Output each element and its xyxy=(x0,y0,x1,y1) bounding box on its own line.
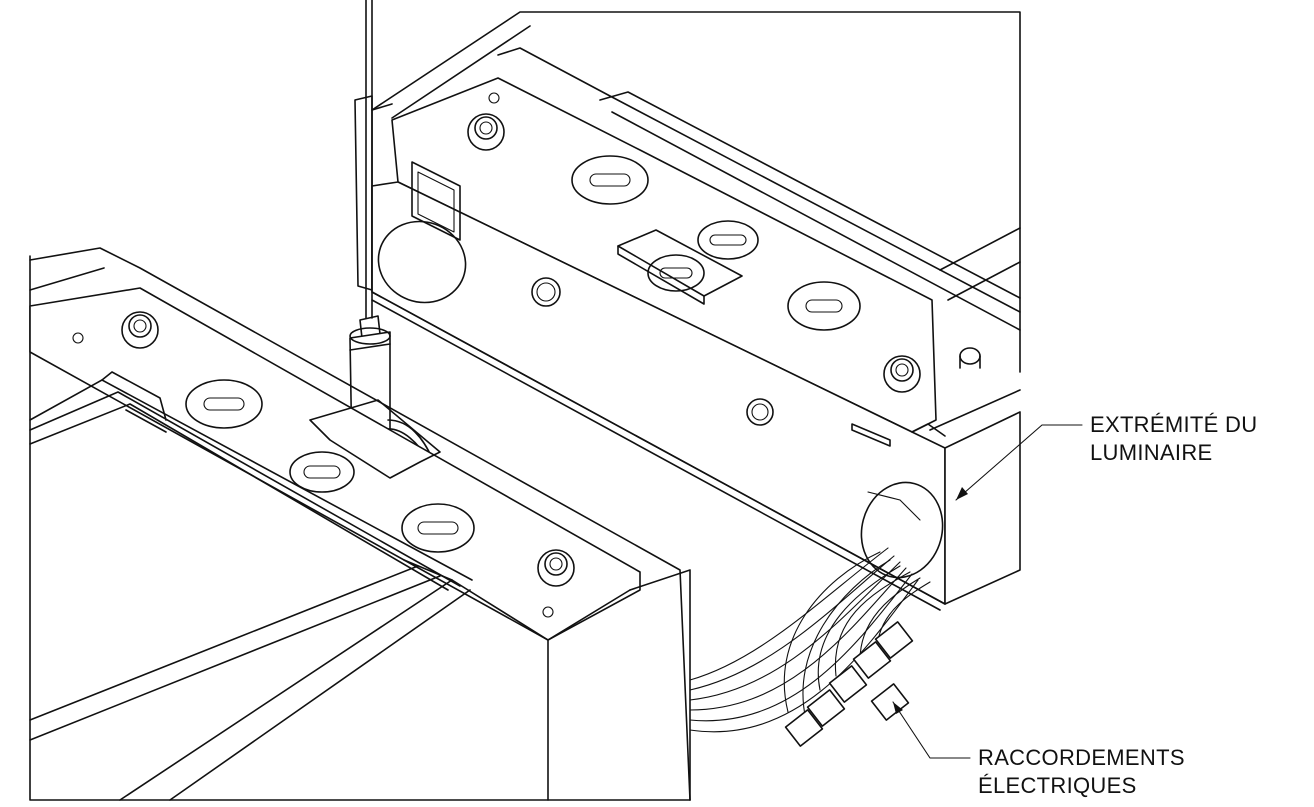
slotted-hole xyxy=(571,155,649,205)
hex-nut xyxy=(121,311,159,349)
callout-fixture-end-line2: LUMINAIRE xyxy=(1090,440,1213,465)
slotted-hole xyxy=(787,281,861,331)
callout-electrical: RACCORDEMENTS ÉLECTRIQUES xyxy=(978,744,1185,800)
upper-fixture xyxy=(354,11,1021,611)
electrical-wires xyxy=(689,547,931,733)
leader-electrical xyxy=(892,701,971,759)
callout-fixture-end: EXTRÉMITÉ DU LUMINAIRE xyxy=(1090,411,1257,467)
slotted-hole xyxy=(289,451,355,493)
slotted-hole xyxy=(647,254,705,292)
callout-electrical-line2: ÉLECTRIQUES xyxy=(978,773,1137,798)
slotted-hole xyxy=(697,220,759,260)
hex-nut xyxy=(467,113,505,151)
lower-fixture xyxy=(29,247,691,801)
hex-nut xyxy=(883,355,921,393)
hex-nut xyxy=(537,549,575,587)
slotted-hole xyxy=(401,503,475,553)
slotted-hole xyxy=(185,379,263,429)
wire-connectors xyxy=(784,621,914,747)
callout-electrical-line1: RACCORDEMENTS xyxy=(978,745,1185,770)
leader-fixture-end xyxy=(955,424,1083,501)
callout-fixture-end-line1: EXTRÉMITÉ DU xyxy=(1090,412,1258,437)
